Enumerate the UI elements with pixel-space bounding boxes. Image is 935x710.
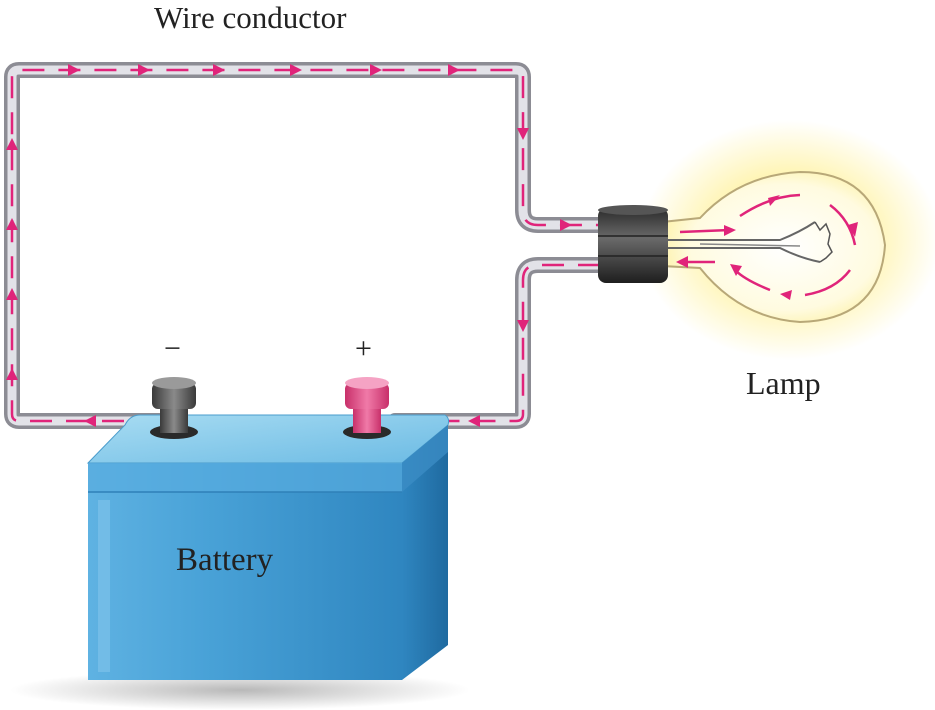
current-flow [10,68,600,423]
positive-terminal [343,377,391,439]
lamp-socket [598,205,668,283]
negative-terminal [150,377,198,439]
positive-sign-label: + [355,332,372,365]
wire-conductor-label: Wire conductor [154,0,347,35]
wire-conductor [4,62,608,429]
current-arrows [6,64,572,427]
negative-sign-label: − [164,332,181,365]
light-bulb-icon [661,170,887,324]
battery-label: Battery [176,542,274,578]
lamp-label: Lamp [746,365,821,401]
